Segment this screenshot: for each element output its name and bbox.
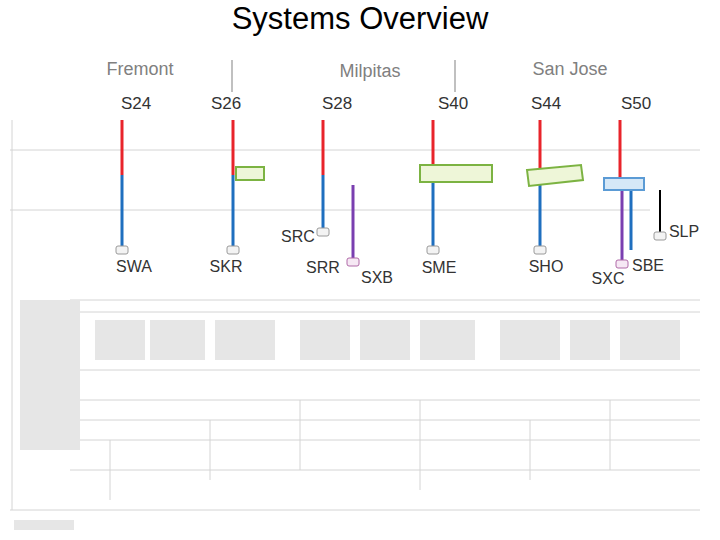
station-code: SBE (632, 257, 664, 275)
purple-link (353, 185, 622, 262)
station-code: S50 (621, 95, 651, 114)
region-name: Fremont (106, 60, 173, 80)
diagram-title: Systems Overview (232, 2, 489, 36)
station-code: S40 (438, 95, 468, 114)
station-code: SXB (361, 269, 393, 287)
black-link (659, 190, 661, 236)
station-code: SKR (210, 258, 243, 276)
station-code: S44 (531, 95, 561, 114)
faded-text-blocks (14, 300, 680, 530)
highlight-box (420, 165, 492, 182)
highlight-box (527, 165, 583, 186)
station-icon (116, 228, 666, 254)
highlight-box (236, 167, 264, 180)
red-link (122, 120, 620, 185)
station-code: SME (422, 259, 457, 277)
region-name: San Jose (532, 60, 607, 80)
station-code: S26 (211, 95, 241, 114)
station-code: S24 (121, 95, 151, 114)
station-code: SLP (669, 223, 699, 241)
highlight-box (604, 178, 644, 190)
station-code: SXC (592, 270, 625, 288)
station-code: SRC (281, 228, 315, 246)
faded-schematic (10, 120, 700, 510)
region-name: Milpitas (339, 62, 400, 82)
station-code: SHO (529, 258, 564, 276)
blue-link (122, 175, 631, 250)
station-code: S28 (322, 95, 352, 114)
station-icon (347, 258, 628, 268)
station-code: SWA (116, 258, 152, 276)
region-divider (232, 60, 455, 92)
station-code: SRR (306, 259, 340, 277)
